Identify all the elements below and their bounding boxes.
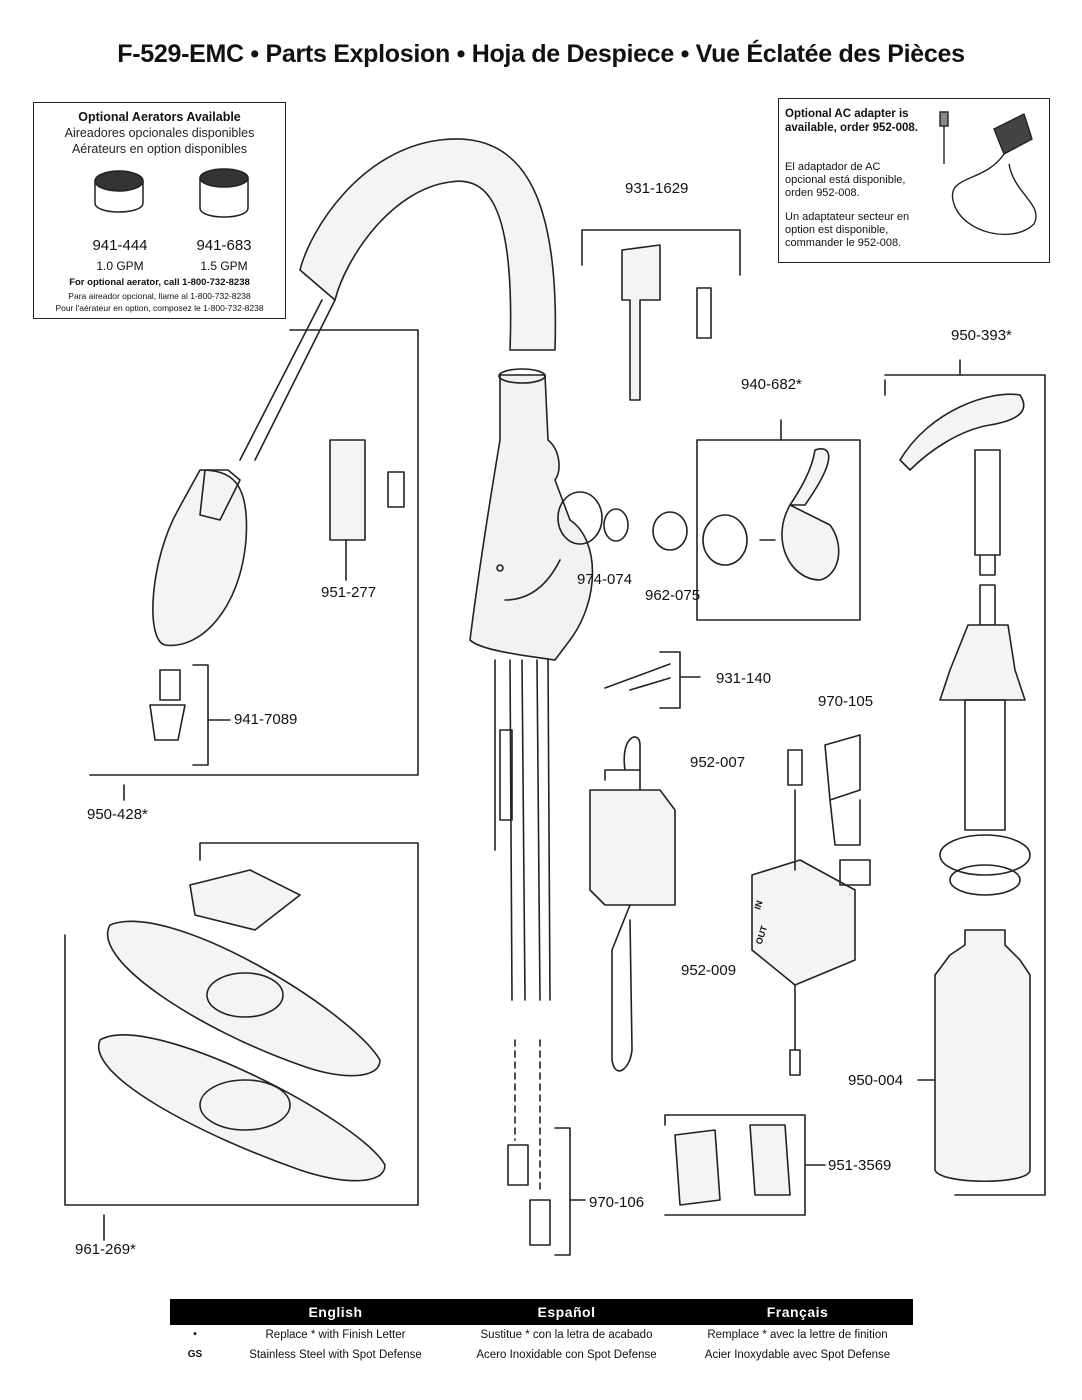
supply-lines (494, 659, 551, 1001)
part-label-952-007: 952-007 (690, 754, 746, 771)
part-label-970-106: 970-106 (589, 1194, 645, 1211)
legend-header-espanol: Español (537, 1304, 596, 1320)
legend-es: Acero Inoxidable con Spot Defense (476, 1349, 657, 1361)
part-label-931-140: 931-140 (716, 670, 772, 687)
part-label-961-269: 961-269* (75, 1241, 136, 1258)
page-title: F-529-EMC • Parts Explosion • Hoja de De… (117, 40, 965, 68)
part-label-931-1629: 931-1629 (625, 180, 689, 197)
aerator-941-683-icon (199, 168, 249, 188)
legend-code: GS (187, 1349, 203, 1360)
aerator-part-1: 941-444 (92, 237, 148, 254)
part-label-941-7089: 941-7089 (234, 711, 298, 728)
legend-header-francais: Français (766, 1304, 829, 1320)
aerator-flow-2: 1.5 GPM (200, 259, 248, 273)
spray-hose (239, 299, 336, 461)
aerators-heading-fr: Aérateurs en option disponibles (71, 142, 248, 156)
legend-code: • (193, 1329, 197, 1340)
ac-adapter-fr: Un adaptateur secteur en option est disp… (785, 211, 910, 249)
aerators-call-en: For optional aerator, call 1-800-732-823… (69, 277, 250, 288)
aerators-heading-en: Optional Aerators Available (78, 110, 241, 124)
part-label-950-428: 950-428* (87, 806, 148, 823)
faucet-spout (299, 138, 557, 351)
legend-fr: Acier Inoxydable avec Spot Defense (704, 1349, 891, 1361)
legend-table: English Español Français • Replace * wit… (170, 1299, 913, 1365)
legend-row: • Replace * with Finish Letter Sustitue … (170, 1325, 913, 1345)
ac-adapter-box: Optional AC adapter is available, order … (778, 98, 1050, 263)
part-label-952-009: 952-009 (681, 962, 737, 979)
part-label-950-393: 950-393* (951, 327, 1012, 344)
legend-en: Replace * with Finish Letter (265, 1329, 406, 1341)
legend-header: English Español Français (170, 1299, 913, 1325)
legend-header-english: English (308, 1304, 363, 1320)
part-label-951-3569: 951-3569 (828, 1157, 892, 1174)
aerators-call-es: Para aireador opcional, llame al 1-800-7… (68, 291, 251, 301)
optional-aerators-box: Optional Aerators Available Aireadores o… (33, 102, 286, 319)
legend-row: GS Stainless Steel with Spot Defense Ace… (170, 1345, 913, 1365)
ac-adapter-en: Optional AC adapter is available, order … (785, 108, 918, 134)
part-label-940-682: 940-682* (741, 376, 802, 393)
aerator-flow-1: 1.0 GPM (96, 259, 144, 273)
aerators-call-fr: Pour l'aérateur en option, composez le 1… (55, 303, 264, 313)
part-label-950-004: 950-004 (848, 1072, 904, 1089)
aerators-heading-es: Aireadores opcionales disponibles (64, 126, 255, 140)
part-label-951-277: 951-277 (321, 584, 377, 601)
legend-es: Sustitue * con la letra de acabado (480, 1329, 653, 1341)
legend-en: Stainless Steel with Spot Defense (249, 1349, 422, 1361)
ac-adapter-es: El adaptador de AC opcional está disponi… (785, 161, 906, 199)
part-label-970-105: 970-105 (818, 693, 874, 710)
part-label-974-074: 974-074 (577, 571, 633, 588)
aerator-images (94, 168, 249, 218)
legend-fr: Remplace * avec la lettre de finition (707, 1329, 888, 1341)
part-label-962-075: 962-075 (645, 587, 701, 604)
ac-adapter-icon (939, 111, 1037, 236)
aerator-941-444-icon (94, 170, 144, 192)
faucet-body (469, 374, 594, 661)
aerator-part-2: 941-683 (196, 237, 252, 254)
handle-940-682 (781, 448, 840, 581)
